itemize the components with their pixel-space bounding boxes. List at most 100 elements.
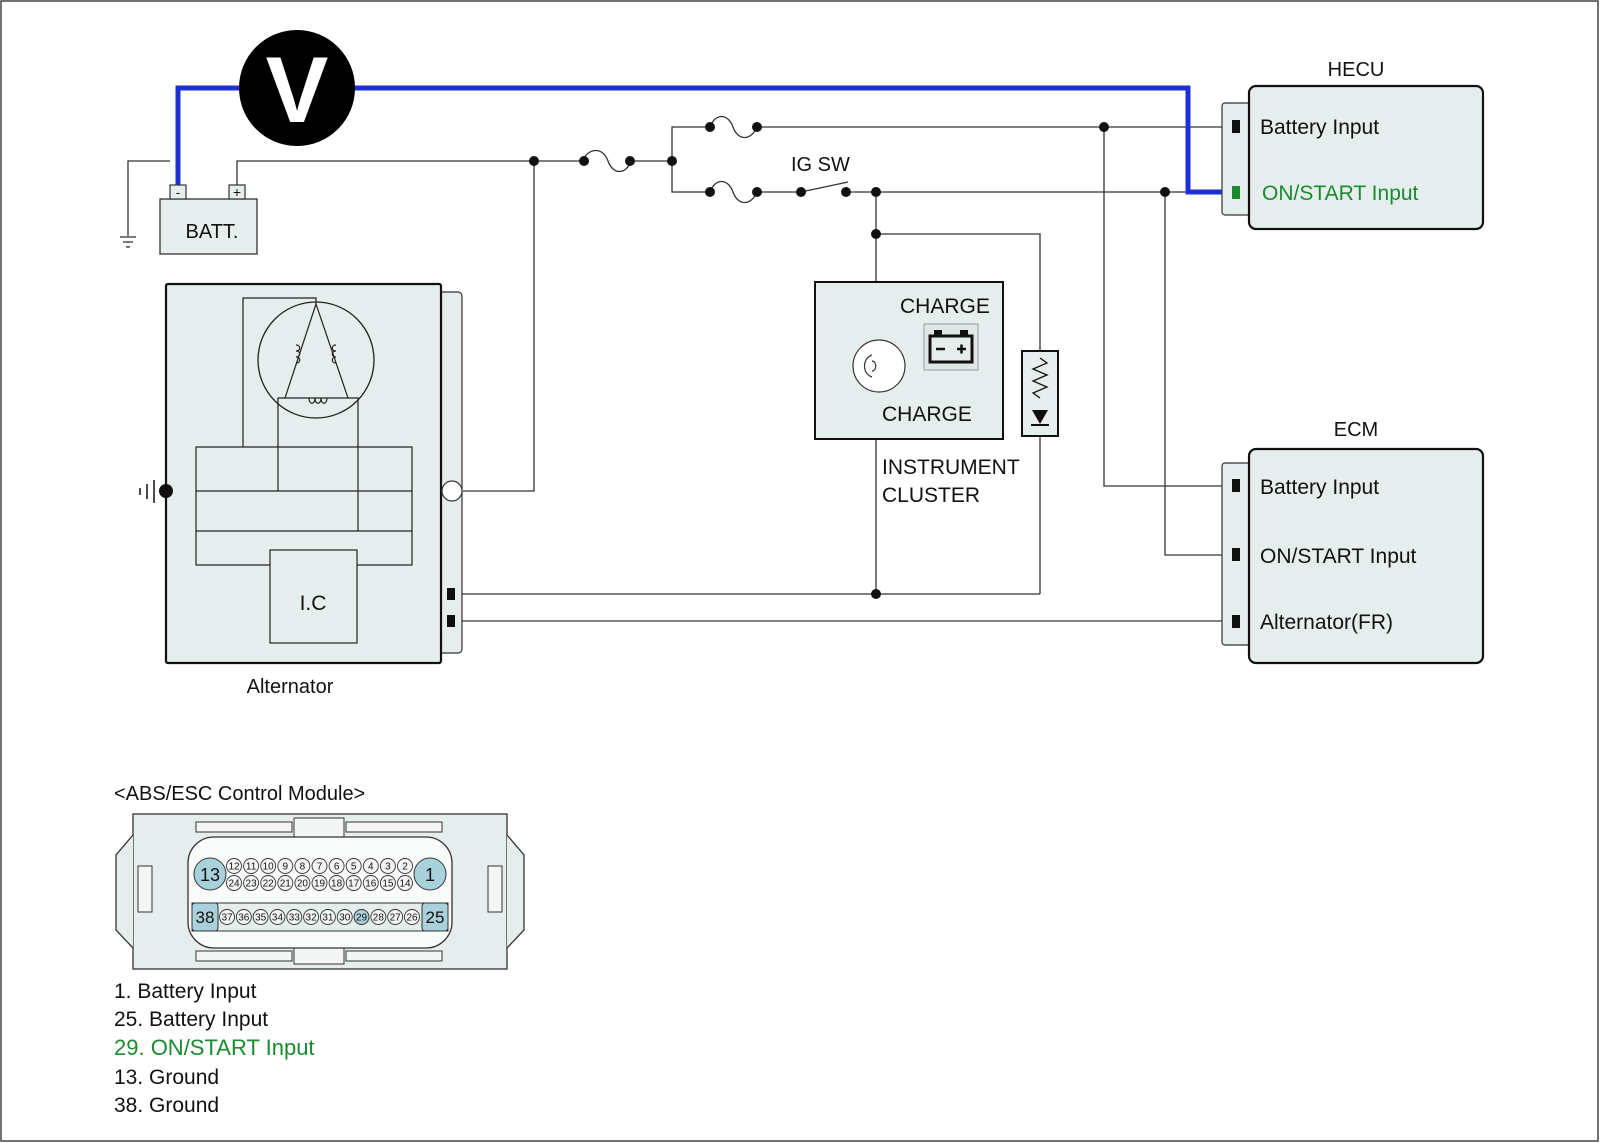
- connector-pin-38: [191, 902, 219, 932]
- instrument-cluster: CHARGE CHARGE INSTRUMENT CLUSTER: [814, 281, 1020, 507]
- connector-pin-10: [260, 858, 277, 874]
- connector-pin-19: [311, 875, 328, 891]
- battery-warning-icon: [923, 323, 979, 371]
- connector-pin-27: [387, 909, 404, 925]
- connector-pin-24: [226, 875, 242, 891]
- connector-pin-34: [269, 909, 286, 925]
- connector-pin-8: [294, 858, 311, 874]
- connector-pin-23-label: 23: [246, 879, 258, 890]
- connector-pin-23: [243, 875, 260, 891]
- connector-pin-15-label: 15: [382, 879, 394, 890]
- connector-pin-10-label: 10: [263, 862, 275, 873]
- connector-pin-30-label: 30: [339, 913, 351, 924]
- hecu-title: HECU: [1328, 59, 1385, 81]
- legend-item-25: 25. Battery Input: [114, 1008, 268, 1031]
- connector-pin-34-label: 34: [272, 913, 284, 924]
- hecu-on-start-input: ON/START Input: [1262, 182, 1419, 205]
- connector-pin-7-label: 7: [317, 862, 323, 873]
- connector-pin-22-label: 22: [263, 879, 275, 890]
- connector-pin-9-label: 9: [283, 862, 289, 873]
- connector-pin-4-label: 4: [368, 862, 374, 873]
- cluster-charge-top: CHARGE: [900, 295, 990, 318]
- connector-pin-1: [413, 857, 447, 891]
- connector-pin-11: [243, 858, 260, 874]
- alternator-ground-icon: [139, 480, 173, 503]
- connector-pin-12: [226, 858, 242, 874]
- connector-pin-37: [219, 909, 235, 925]
- connector-pin-3-label: 3: [385, 862, 391, 873]
- legend-item-29: 29. ON/START Input: [114, 1035, 315, 1060]
- connector-pin-14-label: 14: [399, 879, 411, 890]
- connector-pin-20-label: 20: [297, 879, 309, 890]
- connector-pin-7: [311, 858, 328, 874]
- connector-pin-11-label: 11: [246, 862, 257, 873]
- connector-pin-38-label: 38: [196, 908, 215, 927]
- connector-pin-35: [252, 909, 269, 925]
- battery-neg-symbol: -: [176, 185, 180, 200]
- legend-item-13: 13. Ground: [114, 1066, 219, 1089]
- connector-pin-28-label: 28: [373, 913, 385, 924]
- connector-pin-20: [294, 875, 311, 891]
- alternator: I.C Alternator: [139, 282, 463, 698]
- cluster-label-line2: CLUSTER: [882, 484, 980, 507]
- connector-pin-33-label: 33: [289, 913, 301, 924]
- connector-pin-30: [336, 909, 353, 925]
- ecm-battery-input: Battery Input: [1260, 476, 1379, 499]
- cluster-label-line1: INSTRUMENT: [882, 456, 1020, 479]
- connector-pin-5: [345, 858, 362, 874]
- connector-pin-21: [277, 875, 294, 891]
- connector-pin-25-label: 25: [426, 908, 445, 927]
- hecu-battery-input: Battery Input: [1260, 116, 1379, 139]
- junction-dots: [529, 122, 1170, 599]
- connector-pin-3: [379, 858, 396, 874]
- connector-pin-36: [235, 909, 252, 925]
- connector-pin-31: [319, 909, 336, 925]
- connector-pin-28: [370, 909, 387, 925]
- connector-pin-29: [353, 909, 370, 925]
- connector-pin-13: [193, 857, 227, 891]
- hecu-module: HECU Battery Input ON/START Input: [1221, 59, 1485, 231]
- connector-pin-8-label: 8: [300, 862, 306, 873]
- alternator-ic-label: I.C: [300, 592, 327, 615]
- pin-legend: 1. Battery Input 25. Battery Input 29. O…: [114, 980, 315, 1117]
- connector-pin-12-label: 12: [228, 862, 240, 873]
- connector-pin-26: [404, 909, 420, 925]
- connector-pin-4: [362, 858, 379, 874]
- connector-title: <ABS/ESC Control Module>: [114, 783, 365, 805]
- battery-label: BATT.: [186, 221, 239, 243]
- connector-pin-25: [421, 902, 449, 932]
- connector-pin-6-label: 6: [334, 862, 340, 873]
- voltmeter-probe-wire: [175, 85, 1236, 195]
- connector-pin-18-label: 18: [331, 879, 343, 890]
- connector-pin-17: [345, 875, 362, 891]
- connector-pin-2-label: 2: [402, 862, 408, 873]
- connector-pin-18: [328, 875, 345, 891]
- connector-pin-9: [277, 858, 294, 874]
- ecm-on-start-input: ON/START Input: [1260, 545, 1417, 568]
- legend-item-38: 38. Ground: [114, 1094, 219, 1117]
- connector-pin-35-label: 35: [255, 913, 267, 924]
- connector-pin-33: [286, 909, 303, 925]
- ecm-alternator-fr: Alternator(FR): [1260, 611, 1393, 634]
- legend-item-1: 1. Battery Input: [114, 980, 257, 1003]
- connector-pin-21-label: 21: [280, 879, 292, 890]
- connector-pin-31-label: 31: [322, 913, 334, 924]
- connector-pin-19-label: 19: [314, 879, 326, 890]
- connector-pin-15: [379, 875, 396, 891]
- ecm-module: ECM Battery Input ON/START Input Alterna…: [1221, 419, 1485, 665]
- cluster-charge-bottom: CHARGE: [882, 403, 972, 426]
- resistor-diode-icon: [1021, 350, 1059, 437]
- charge-lamp-icon: [852, 339, 906, 393]
- connector-pin-36-label: 36: [238, 913, 250, 924]
- ecm-title: ECM: [1334, 419, 1378, 441]
- connector-pin-29-label: 29: [356, 913, 368, 924]
- connector-pin-2: [397, 858, 413, 874]
- voltmeter: V: [239, 30, 355, 146]
- connector-pin-14: [397, 875, 413, 891]
- connector-pin-6: [328, 858, 345, 874]
- alternator-label: Alternator: [247, 676, 334, 698]
- battery: - + BATT.: [159, 184, 258, 255]
